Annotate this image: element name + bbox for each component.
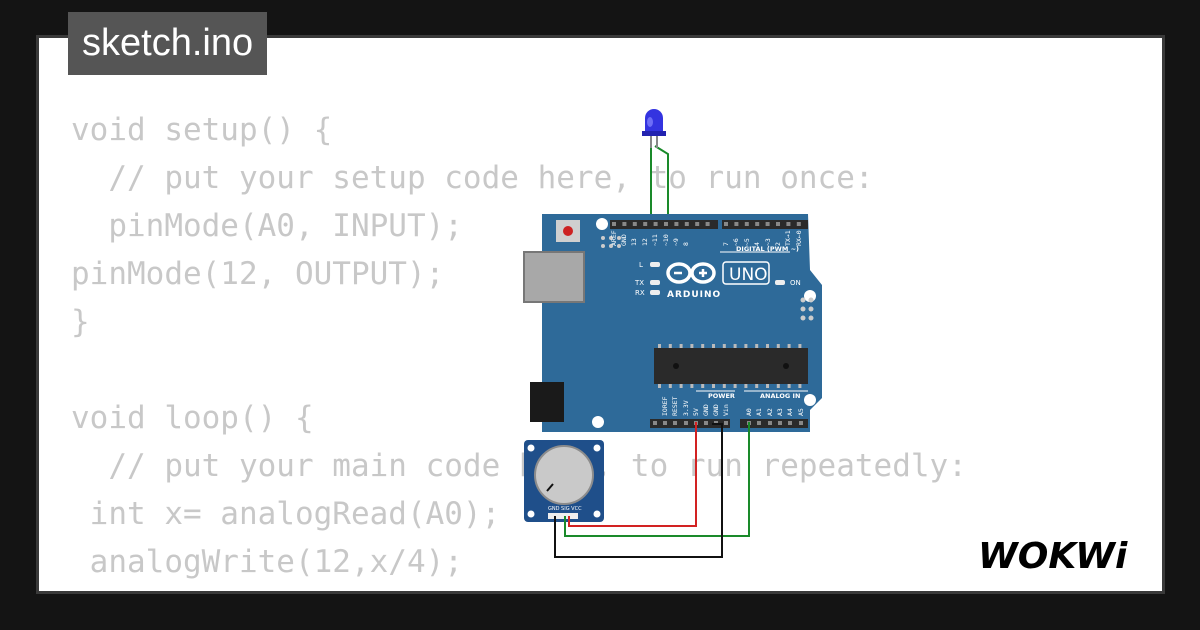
digital-header-right	[722, 220, 808, 229]
svg-text:WOKWi: WOKWi	[978, 536, 1128, 577]
pin-label: 3.3V	[682, 400, 690, 416]
code-editor[interactable]: void setup() { // put your setup code he…	[71, 106, 967, 591]
pin-label: A3	[776, 408, 784, 416]
code-line: // put your setup code here, to run once…	[71, 160, 874, 196]
pin-label: 5V	[692, 408, 700, 416]
potentiometer[interactable]: GND SIG VCC	[524, 440, 604, 522]
pin-label: A1	[755, 408, 763, 416]
pin-label: 8	[682, 242, 690, 246]
code-line: }	[71, 304, 90, 340]
svg-text:RX: RX	[635, 289, 645, 297]
svg-text:TX: TX	[634, 279, 644, 287]
code-line: analogWrite(12,x/4);	[71, 544, 463, 580]
pin-label: 2	[774, 242, 782, 246]
svg-text:ARDUINO: ARDUINO	[667, 290, 721, 300]
pin-label: Vin	[722, 404, 730, 416]
file-tab-label: sketch.ino	[82, 22, 254, 64]
pin-label: IOREF	[661, 396, 669, 416]
pin-label: ~5	[743, 238, 751, 246]
pin-label: RESET	[671, 396, 679, 416]
analog-header	[740, 419, 808, 428]
code-line: pinMode(12, OUTPUT);	[71, 256, 445, 292]
pin-label: GND	[712, 404, 720, 416]
led-wires	[650, 145, 669, 220]
code-line: void setup() {	[71, 112, 333, 148]
pin-label: ~3	[764, 238, 772, 246]
pin-label: 4	[753, 242, 761, 246]
power-jack	[530, 382, 564, 422]
pot-pin-labels: GND SIG VCC	[548, 506, 582, 512]
svg-text:ON: ON	[790, 279, 801, 287]
pin-label: A2	[766, 408, 774, 416]
microcontroller-chip	[654, 348, 808, 384]
pin-label: ~6	[732, 238, 740, 246]
pin-label: TX→1	[784, 230, 792, 246]
pin-label: 13	[630, 238, 638, 246]
pin-label: ~9	[672, 238, 680, 246]
pin-label: A0	[745, 408, 753, 416]
code-line: void loop() {	[71, 400, 314, 436]
code-line: pinMode(A0, INPUT);	[71, 208, 463, 244]
power-header	[650, 419, 730, 428]
code-line: int x= analogRead(A0);	[71, 496, 501, 532]
pin-label: A5	[797, 408, 805, 416]
pot-wires	[554, 422, 750, 558]
pin-label: AREF	[610, 230, 618, 246]
usb-connector	[523, 251, 585, 303]
svg-text:UNO: UNO	[729, 265, 768, 285]
pin-label: ~11	[651, 234, 659, 246]
svg-text:L: L	[639, 261, 643, 269]
power-label: POWER	[708, 392, 735, 400]
wokwi-logo: WOKWi	[978, 536, 1128, 577]
pin-label: 12	[641, 238, 649, 246]
file-tab[interactable]: sketch.ino	[68, 12, 268, 75]
digital-header-label: DIGITAL (PWM ~)	[736, 245, 799, 253]
pin-label: 7	[722, 242, 730, 246]
pin-label: GND	[702, 404, 710, 416]
pin-label: ~10	[662, 234, 670, 246]
pin-label: GND	[620, 234, 628, 246]
pin-label: RX←0	[795, 230, 803, 246]
arduino-logo: UNO ARDUINO	[666, 261, 770, 300]
code-line: }	[71, 586, 967, 591]
potentiometer-knob[interactable]	[534, 445, 594, 505]
analog-label: ANALOG IN	[760, 392, 800, 400]
pin-label: A4	[786, 408, 794, 416]
blue-led[interactable]	[642, 109, 666, 148]
